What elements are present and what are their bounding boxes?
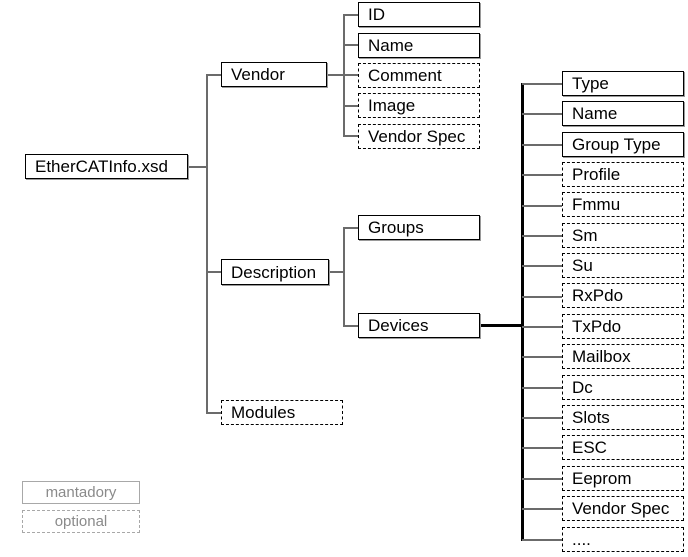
node-device-rxpdo[interactable]: RxPdo — [562, 283, 684, 308]
edge-devices-child-6 — [522, 265, 563, 267]
node-vendor-image[interactable]: Image — [358, 93, 480, 118]
node-root[interactable]: EtherCATInfo.xsd — [25, 154, 188, 179]
legend-mandatory: mantadory — [22, 481, 140, 504]
node-vendor-name[interactable]: Name — [358, 33, 480, 58]
node-device-more[interactable]: .... — [562, 527, 684, 552]
edge-devices-child-10 — [522, 387, 563, 389]
edge-root-stub — [188, 166, 208, 168]
edge-description-stub — [329, 271, 345, 273]
edge-devices-child-5 — [522, 235, 563, 237]
edge-devices-child-15 — [522, 539, 563, 541]
edge-vendor-child-1 — [343, 44, 359, 46]
edge-devices-child-2 — [522, 144, 563, 146]
node-vendor-vendor-spec[interactable]: Vendor Spec — [358, 124, 480, 149]
edge-devices-child-12 — [522, 447, 563, 449]
node-device-type[interactable]: Type — [562, 71, 684, 96]
edge-devices-child-1 — [522, 113, 563, 115]
node-modules[interactable]: Modules — [221, 400, 343, 425]
edge-description-trunk — [343, 227, 345, 326]
node-vendor-id[interactable]: ID — [358, 2, 480, 27]
edge-devices-child-13 — [522, 478, 563, 480]
edge-devices-child-4 — [522, 205, 563, 207]
node-device-eeprom[interactable]: Eeprom — [562, 466, 684, 491]
edge-devices-child-9 — [522, 356, 563, 358]
edge-description-child-0 — [343, 227, 359, 229]
node-devices[interactable]: Devices — [358, 313, 480, 338]
edge-devices-stub — [480, 324, 524, 327]
node-description[interactable]: Description — [221, 259, 329, 285]
node-device-slots[interactable]: Slots — [562, 405, 684, 430]
edge-vendor-child-2 — [343, 74, 359, 76]
node-device-su[interactable]: Su — [562, 253, 684, 278]
edge-vendor-child-0 — [343, 14, 359, 16]
node-vendor-comment[interactable]: Comment — [358, 63, 480, 88]
edge-trunk-modules — [206, 412, 222, 414]
node-device-vendor-spec[interactable]: Vendor Spec — [562, 496, 684, 521]
node-device-mailbox[interactable]: Mailbox — [562, 344, 684, 369]
edge-vendor-child-3 — [343, 105, 359, 107]
node-device-group-type[interactable]: Group Type — [562, 132, 684, 157]
node-device-profile[interactable]: Profile — [562, 162, 684, 187]
node-device-name[interactable]: Name — [562, 101, 684, 126]
edge-vendor-stub — [327, 74, 345, 76]
edge-devices-child-8 — [522, 326, 563, 328]
node-device-dc[interactable]: Dc — [562, 375, 684, 400]
node-vendor[interactable]: Vendor — [221, 62, 327, 87]
edge-vendor-child-4 — [343, 135, 359, 137]
node-device-esc[interactable]: ESC — [562, 435, 684, 460]
edge-devices-child-0 — [522, 83, 563, 85]
edge-devices-child-3 — [522, 174, 563, 176]
edge-devices-trunk — [521, 83, 524, 541]
edge-description-child-1 — [343, 325, 359, 327]
node-groups[interactable]: Groups — [358, 215, 480, 240]
edge-level1-trunk — [206, 75, 208, 413]
legend-optional: optional — [22, 510, 140, 533]
node-device-fmmu[interactable]: Fmmu — [562, 192, 684, 217]
node-device-sm[interactable]: Sm — [562, 223, 684, 248]
edge-devices-child-14 — [522, 508, 563, 510]
node-device-txpdo[interactable]: TxPdo — [562, 314, 684, 339]
edge-devices-child-7 — [522, 296, 563, 298]
edge-trunk-description — [206, 271, 222, 273]
edge-trunk-vendor — [206, 74, 222, 76]
edge-devices-child-11 — [522, 417, 563, 419]
